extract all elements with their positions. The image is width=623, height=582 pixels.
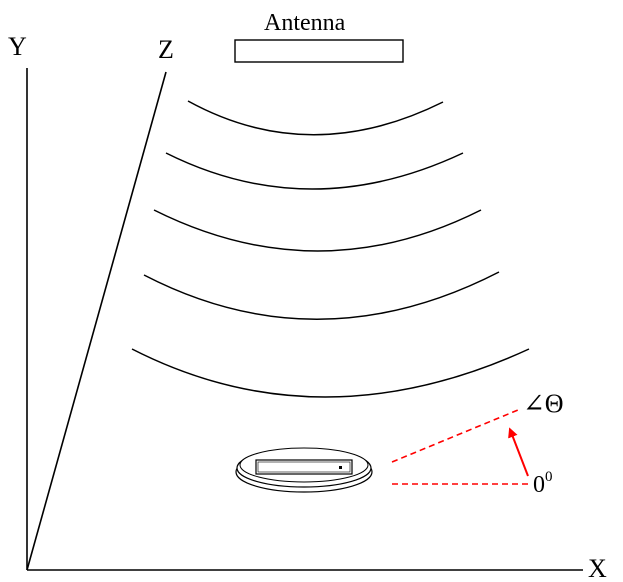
z-axis-line: [26, 71, 167, 571]
zero-degree-sup: 0: [545, 469, 553, 485]
zero-degree-base: 0: [533, 472, 545, 498]
wavefront-4: [143, 271, 500, 320]
wavefront-2: [165, 152, 464, 190]
theta-angle-guide: [391, 409, 519, 463]
wavefront-5: [131, 348, 530, 398]
theta-label: ∠Θ: [523, 389, 564, 418]
y-axis-label: Y: [8, 32, 27, 61]
x-axis-label: X: [588, 554, 607, 577]
reader-device: [235, 447, 373, 493]
antenna-box: [234, 39, 404, 63]
zero-degree-label: 00: [533, 469, 553, 498]
wavefront-3: [153, 209, 482, 252]
wavefront-1: [187, 100, 444, 136]
antenna-label: Antenna: [264, 10, 346, 36]
z-axis-label: Z: [158, 35, 174, 64]
angle-arrow: [508, 427, 529, 477]
